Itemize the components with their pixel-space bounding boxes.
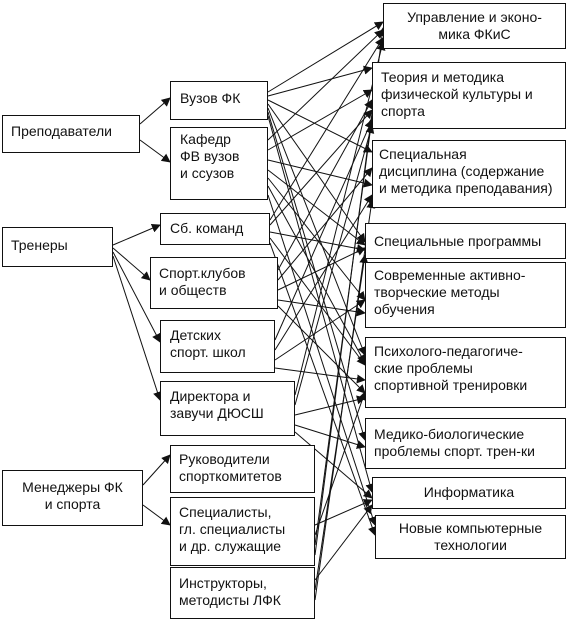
- connector-arrow: [139, 139, 171, 163]
- role-departments-label: Кафедр ФВ вузов и ссузов: [180, 131, 240, 181]
- connector-arrow: [274, 194, 373, 351]
- course-theory-label: Теория и методика физической культуры и …: [381, 69, 533, 119]
- connector-arrow: [112, 251, 161, 343]
- connector-arrow: [112, 255, 162, 401]
- course-informatics: Информатика: [372, 477, 566, 509]
- course-programs-label: Специальные программы: [374, 233, 542, 249]
- group-coaches-label: Тренеры: [11, 237, 68, 253]
- connector-arrow: [142, 454, 171, 486]
- connector-arrow: [267, 185, 366, 364]
- connector-arrow: [294, 41, 386, 396]
- connector-arrow: [269, 237, 366, 366]
- connector-arrow: [269, 242, 377, 536]
- role-committees-label: Руководители спорткомитетов: [179, 451, 282, 484]
- connector-arrow: [267, 65, 373, 97]
- connector-arrow: [269, 231, 366, 253]
- connector-arrow: [267, 111, 368, 441]
- role-instructors-label: Инструкторы, методисты ЛФК: [179, 575, 281, 608]
- connector-arrow: [274, 119, 373, 341]
- course-active-methods-label: Современные активно- творческие методы о…: [374, 267, 526, 317]
- course-theory: Теория и методика физической культуры и …: [372, 62, 566, 129]
- connector-arrow: [269, 37, 384, 221]
- role-specialists-label: Специалисты, гл. специалисты и др. служа…: [179, 504, 286, 554]
- role-teams-label: Сб. команд: [170, 220, 244, 236]
- course-psychology: Психолого-педагогиче- ские проблемы спор…: [365, 337, 566, 408]
- role-universities-label: Вузов ФК: [180, 90, 241, 106]
- role-directors: Директора и завучи ДЮСШ: [160, 381, 295, 436]
- connector-arrow: [314, 117, 376, 546]
- course-special-label: Специальная дисциплина (содержание и мет…: [379, 146, 553, 196]
- connector-arrow: [267, 194, 377, 526]
- role-schools-label: Детских спорт. школ: [170, 327, 246, 360]
- connector-arrow: [267, 99, 373, 153]
- connector-arrow: [314, 391, 367, 536]
- connectors: [112, 21, 387, 601]
- course-psychology-label: Психолого-педагогиче- ские проблемы спор…: [374, 343, 528, 393]
- connector-arrow: [267, 177, 366, 301]
- role-clubs: Спорт.клубов и обществ: [150, 257, 278, 309]
- group-teachers-label: Преподаватели: [11, 123, 112, 139]
- connector-arrow: [274, 299, 366, 361]
- group-teachers: Преподаватели: [2, 115, 140, 153]
- connector-arrow: [139, 97, 171, 125]
- role-universities: Вузов ФК: [170, 81, 268, 120]
- connector-arrow: [314, 504, 373, 581]
- course-programs: Специальные программы: [365, 223, 566, 259]
- group-coaches: Тренеры: [2, 227, 113, 267]
- course-informatics-label: Информатика: [423, 484, 515, 500]
- connector-arrow: [294, 124, 375, 406]
- course-active-methods: Современные активно- творческие методы о…: [365, 262, 566, 328]
- role-schools: Детских спорт. школ: [160, 320, 275, 373]
- connector-arrow: [314, 499, 373, 526]
- course-computers: Новые компьютерные технологии: [375, 515, 566, 559]
- role-directors-label: Директора и завучи ДЮСШ: [170, 388, 264, 421]
- connector-arrow: [277, 99, 373, 271]
- connector-arrow: [294, 395, 366, 416]
- group-managers: Менеджеры ФК и спорта: [2, 470, 143, 526]
- connector-arrow: [277, 299, 366, 317]
- connector-arrow: [267, 159, 373, 188]
- connector-arrow: [277, 247, 366, 291]
- connector-arrow: [267, 89, 373, 151]
- connector-arrow: [314, 254, 369, 591]
- connector-arrow: [274, 367, 366, 384]
- connector-arrow: [112, 247, 151, 281]
- role-departments: Кафедр ФВ вузов и ссузов: [170, 127, 268, 200]
- role-teams: Сб. команд: [160, 213, 270, 245]
- course-computers-label: Новые компьютерные технологии: [398, 520, 543, 553]
- course-management-label: Управление и эконо- мика ФКиС: [407, 9, 542, 42]
- course-medical: Медико-биологические проблемы спорт. тре…: [365, 418, 566, 469]
- connector-arrow: [269, 109, 373, 226]
- connector-arrow: [267, 21, 384, 93]
- role-clubs-label: Спорт.клубов и обществ: [159, 265, 246, 298]
- course-management: Управление и эконо- мика ФКиС: [383, 3, 566, 49]
- connector-arrow: [267, 107, 367, 356]
- group-managers-label: Менеджеры ФК и спорта: [22, 479, 123, 512]
- role-specialists: Специалисты, гл. специалисты и др. служа…: [170, 497, 315, 566]
- course-special: Специальная дисциплина (содержание и мет…: [372, 140, 566, 208]
- connector-arrow: [267, 29, 384, 141]
- connector-arrow: [267, 115, 375, 493]
- role-committees: Руководители спорткомитетов: [170, 445, 315, 493]
- connector-arrow: [142, 504, 171, 526]
- course-medical-label: Медико-биологические проблемы спорт. тре…: [374, 426, 535, 459]
- connector-arrow: [277, 167, 373, 281]
- connector-arrow: [112, 224, 161, 246]
- role-instructors: Инструкторы, методисты ЛФК: [170, 567, 315, 619]
